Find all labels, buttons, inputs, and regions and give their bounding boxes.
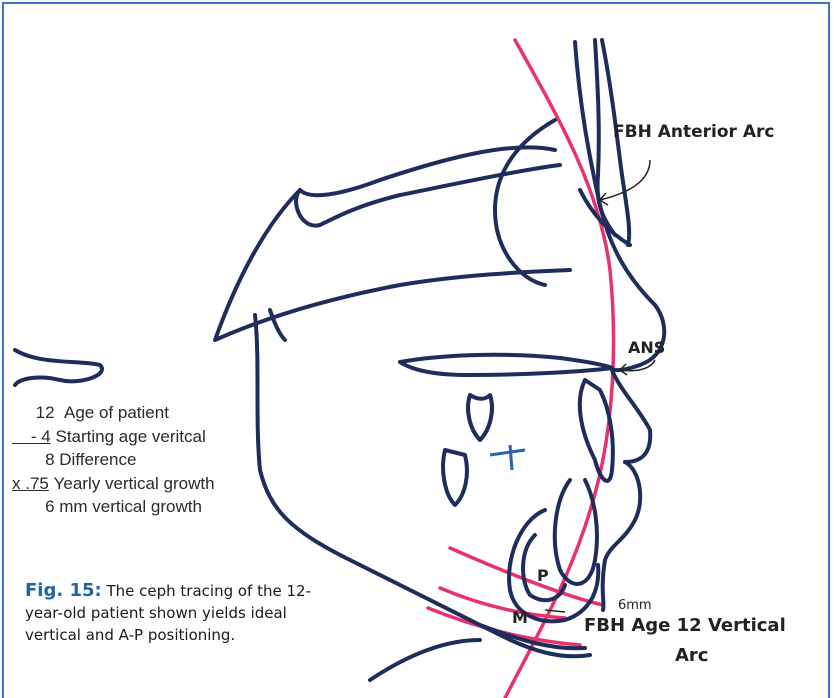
nasal-bone-inner — [593, 38, 617, 237]
ramus — [268, 308, 287, 342]
molar-upper — [466, 393, 494, 442]
caption-text: The ceph tracing of the 12-year-old pati… — [25, 582, 311, 644]
calc-value: - 4 — [30, 426, 51, 446]
six-mm-label: 6mm — [618, 598, 652, 613]
fbh-anterior-arc-label: FBH Anterior Arc — [613, 122, 775, 142]
zygoma — [578, 188, 632, 247]
frontal — [294, 145, 562, 228]
palate — [398, 352, 614, 377]
chin-base — [478, 623, 587, 651]
nasal-bone-outer — [600, 38, 632, 247]
molar-lower — [441, 448, 469, 507]
calc-value: 8 — [45, 450, 55, 469]
fbh-anterior-arrow — [598, 159, 651, 206]
calc-row: 12 Age of patient — [12, 401, 215, 425]
calc-label: vertical growth — [92, 497, 202, 516]
calc-value: x .75 — [12, 473, 49, 493]
arc-upper — [448, 546, 605, 607]
arc-middle — [438, 586, 567, 620]
navy-tracing — [13, 38, 667, 682]
m-line — [544, 609, 566, 613]
fbh-age12-label-line2: Arc — [675, 645, 709, 666]
calc-label: Age of patient — [64, 403, 169, 422]
symphysis-inner — [521, 533, 567, 603]
fbh-age12-label-line1: FBH Age 12 Vertical — [584, 615, 786, 636]
nose-profile — [573, 40, 667, 373]
symphysis — [507, 508, 601, 624]
face-upper — [213, 188, 572, 342]
upper-lip — [610, 368, 653, 464]
upper-incisor — [577, 378, 615, 483]
p-label: P — [537, 566, 549, 585]
ans-label: ANS — [628, 338, 666, 357]
ear-shape — [13, 348, 104, 387]
growth-calculation: 12 Age of patient - 4 Starting age verit… — [12, 401, 215, 519]
fbh-vertical-line — [503, 38, 616, 698]
calc-row: 8 Difference — [12, 448, 215, 472]
calc-row: 6 mm vertical growth — [12, 495, 215, 519]
mandible-lower — [368, 638, 482, 682]
figure-number: Fig. 15: — [25, 580, 102, 601]
calc-row: - 4 Starting age veritcal — [12, 425, 215, 449]
calc-label: Yearly vertical growth — [53, 473, 215, 493]
calc-label: Difference — [59, 450, 137, 469]
face-back — [253, 313, 592, 659]
calc-value: 12 — [35, 403, 55, 422]
calc-value: 6 mm — [45, 497, 88, 516]
ans-arrow — [618, 359, 656, 376]
figure-caption: Fig. 15: The ceph tracing of the 12-year… — [25, 580, 325, 646]
orbit — [493, 118, 557, 287]
lower-lip — [600, 460, 643, 612]
molar-mark — [489, 444, 526, 471]
pointer-arrows — [544, 159, 656, 613]
m-label: M — [512, 608, 528, 627]
arc-lower — [426, 606, 582, 647]
calc-label: Starting age veritcal — [55, 426, 206, 446]
lower-incisor — [552, 478, 599, 586]
calc-row: x .75 Yearly vertical growth — [12, 472, 215, 496]
